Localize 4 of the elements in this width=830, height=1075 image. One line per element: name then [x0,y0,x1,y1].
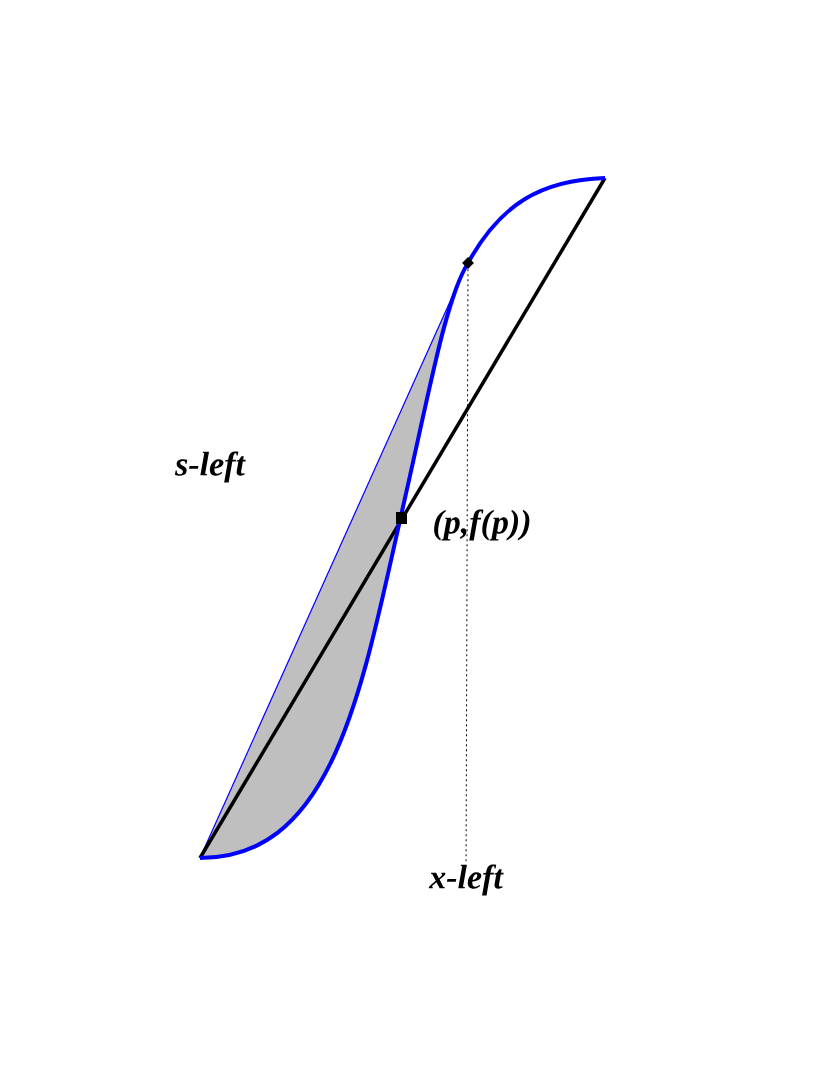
axis-label: x-left [428,864,504,896]
point-label: (p,f(p)) [434,509,530,541]
point-label: s-left [174,451,246,483]
point-marker [462,257,474,269]
